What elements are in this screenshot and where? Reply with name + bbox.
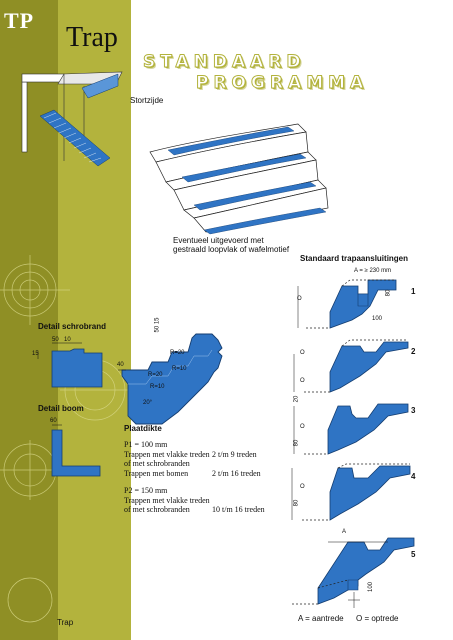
p2-row: Trappen met vlakke treden xyxy=(124,496,284,506)
connection-3-drawing xyxy=(293,403,409,455)
conn1-dim-80: 80 xyxy=(385,289,392,297)
main-dim-r10b: R=10 xyxy=(150,384,165,390)
conn3-dim-20: 20 xyxy=(293,395,300,403)
p2-heading: P2 = 150 mm xyxy=(124,486,168,495)
main-dim-r20: R=20 xyxy=(170,350,185,356)
stair-illustration xyxy=(21,71,123,167)
conn2-o-label: O xyxy=(300,350,305,356)
stair-cross-section xyxy=(118,333,223,425)
footer-page-label: Trap xyxy=(57,618,74,627)
connection-1-drawing xyxy=(297,279,397,329)
detail-boom-heading: Detail boom xyxy=(38,404,84,413)
main-dim-r20b: R=20 xyxy=(148,372,163,378)
page-title: Trap xyxy=(66,22,118,53)
caption-line-2: gestraald loopvlak of wafelmotief xyxy=(173,245,290,254)
conn2-o-label-2: O xyxy=(300,378,305,384)
p2-row-left: of met schrobranden xyxy=(124,505,190,514)
banner-line-2: PROGRAMMA xyxy=(195,73,369,94)
legend-optrede: O = optrede xyxy=(356,614,399,623)
schrobrand-dim-15: 15 xyxy=(32,351,39,357)
p1-heading: P1 = 100 mm xyxy=(124,440,168,449)
stair-steps-illustration xyxy=(149,123,329,235)
p1-row: of met schrobranden xyxy=(124,459,284,469)
detail-schrobrand-drawing xyxy=(37,342,103,388)
connection-number: 3 xyxy=(411,406,416,415)
dim-a-230: A = ≥ 230 mm xyxy=(354,268,392,274)
schrobrand-dim-10: 10 xyxy=(64,337,71,343)
connection-number: 1 xyxy=(411,287,416,296)
main-dim-r10: R=10 xyxy=(172,366,187,372)
connection-number: 2 xyxy=(411,347,416,356)
conn5-dim-100: 100 xyxy=(368,581,375,593)
chapter-badge: TP xyxy=(4,8,35,33)
conn1-dim-100: 100 xyxy=(372,316,383,322)
p1-row-right: 2 t/m 9 treden xyxy=(212,449,257,459)
conn5-a-label: A xyxy=(342,529,347,535)
sidebar-dark-band xyxy=(0,0,58,640)
main-dim-50-15: 50 15 xyxy=(154,317,161,333)
schrobrand-dim-50: 50 xyxy=(52,337,59,343)
p2-row-left: Trappen met vlakke treden xyxy=(124,495,210,505)
conn3-o-label: O xyxy=(300,424,305,430)
p2-row: of met schrobranden 10 t/m 16 treden xyxy=(124,505,284,515)
connection-number: 4 xyxy=(411,472,416,481)
boom-dim-60: 60 xyxy=(50,418,57,424)
connection-2-drawing xyxy=(293,339,409,393)
main-dim-angle: 20° xyxy=(143,400,153,406)
legend-aantrede: A = aantrede xyxy=(298,614,344,623)
connection-5-drawing xyxy=(292,537,415,608)
p1-row-left: Trappen met vlakke treden xyxy=(124,449,210,459)
p1-row: Trappen met bomen 2 t/m 16 treden xyxy=(124,469,284,479)
main-dim-40: 40 xyxy=(117,362,124,368)
connection-4-drawing xyxy=(291,463,411,521)
sidebar xyxy=(0,0,131,640)
banner-line-1: STANDAARD xyxy=(143,52,306,73)
caption-line-1: Eventueel uitgevoerd met xyxy=(173,236,264,245)
conn4-o-label: O xyxy=(300,484,305,490)
p1-row-right: 2 t/m 16 treden xyxy=(212,468,261,478)
connection-number: 5 xyxy=(411,550,416,559)
stortzijde-label: Stortzijde xyxy=(130,96,164,105)
detail-boom-drawing xyxy=(51,424,101,477)
conn4-dim-80: 80 xyxy=(293,439,300,447)
p1-row-left: of met schrobranden xyxy=(124,459,190,468)
p2-row-right: 10 t/m 16 treden xyxy=(212,505,265,514)
p1-row-left: Trappen met bomen xyxy=(124,468,189,478)
detail-schrobrand-heading: Detail schrobrand xyxy=(38,322,107,331)
conn1-o-label: O xyxy=(297,296,302,302)
plaatdikte-heading: Plaatdikte xyxy=(124,424,162,433)
conn4-dim-80b: 80 xyxy=(293,499,300,507)
trapaansluitingen-heading: Standaard trapaansluitingen xyxy=(300,254,409,263)
